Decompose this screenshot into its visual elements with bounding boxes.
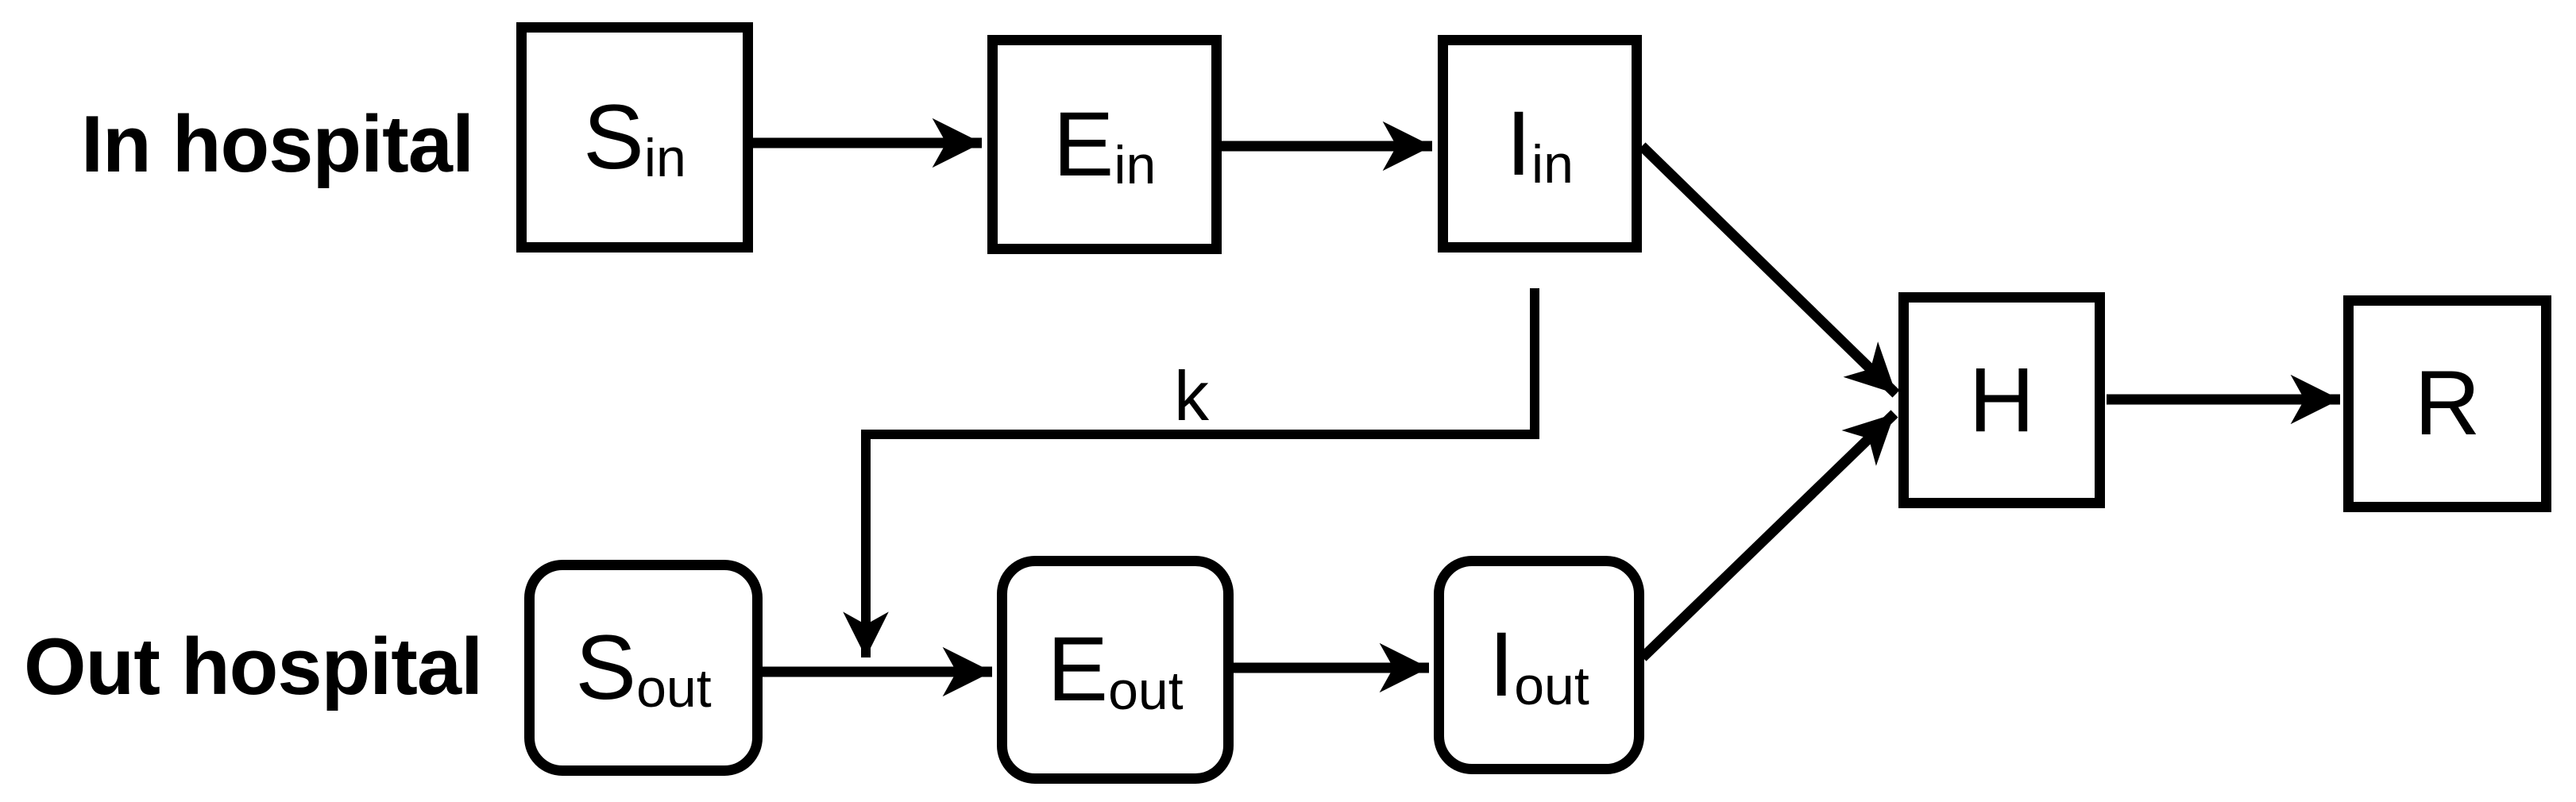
node-i-out-subscript: out	[1514, 655, 1589, 716]
node-h-label: H	[1968, 349, 2035, 451]
node-s-in-subscript: in	[643, 128, 686, 188]
node-e-in-subscript: in	[1114, 135, 1157, 195]
row-label-out-hospital: Out hospital	[24, 623, 483, 711]
node-e-in-label: E	[1052, 93, 1114, 195]
arrow-k-transfer	[843, 288, 1539, 657]
arrow-iout-to-h	[1639, 410, 1898, 661]
node-e-out-label: E	[1047, 619, 1109, 720]
node-e-out-subscript: out	[1108, 660, 1184, 721]
node-r-label: R	[2414, 353, 2481, 454]
arrow-iin-to-h	[1638, 142, 1900, 398]
node-r: R	[2343, 295, 2551, 512]
node-s-out-label: S	[575, 616, 637, 719]
row-label-in-hospital: In hospital	[81, 100, 474, 189]
edge-label-k: k	[1174, 357, 1209, 435]
node-i-out-label: I	[1489, 614, 1515, 715]
node-s-out-subscript: out	[636, 658, 712, 719]
node-s-in-label: S	[583, 86, 644, 188]
node-h: H	[1898, 292, 2105, 508]
node-i-in-label: I	[1506, 92, 1531, 195]
node-i-in-subscript: in	[1531, 134, 1574, 195]
